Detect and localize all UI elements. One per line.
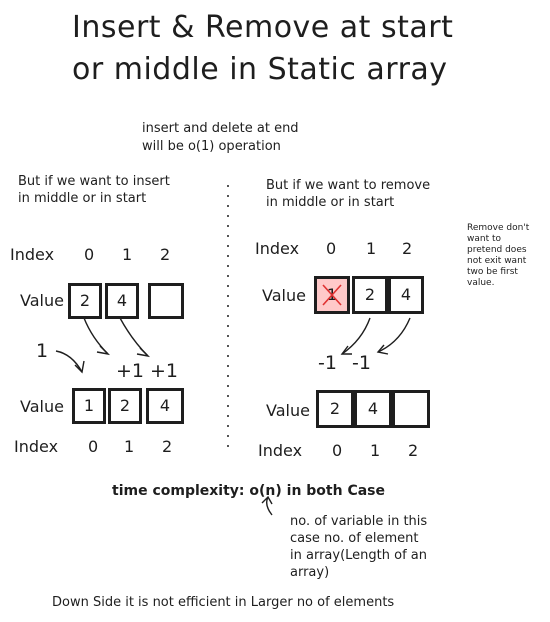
footer-note: Down Side it is not efficient in Larger … <box>52 595 395 610</box>
complexity-heading: time complexity: o(n) in both Case <box>112 483 386 499</box>
left-top-value-label: Value <box>20 291 64 310</box>
left-bottom-index-1: 1 <box>124 437 135 456</box>
arrow-shift-1 <box>83 317 109 355</box>
right-top-index-0: 0 <box>326 239 337 258</box>
right-bottom-index-0: 0 <box>332 441 343 460</box>
right-bottom-index-label: Index <box>258 441 303 460</box>
end-note-line-1: insert and delete at end <box>142 121 299 136</box>
left-note-line-2: in middle or in start <box>18 191 147 206</box>
left-bottom-index-2: 2 <box>162 437 173 456</box>
left-bottom-value-label: Value <box>20 397 64 416</box>
right-bottom-index-2: 2 <box>408 441 419 460</box>
right-note-line-2: in middle or in start <box>266 195 395 210</box>
left-top-index-1: 1 <box>122 245 133 264</box>
side-note-line-2: want to <box>467 234 502 244</box>
side-note-line-4: not exit want <box>467 256 527 266</box>
right-bottom-index-1: 1 <box>370 441 381 460</box>
right-top-cell-1: 2 <box>352 276 388 314</box>
right-top-index-label: Index <box>255 239 300 258</box>
complexity-note-line-4: array) <box>290 565 330 580</box>
left-top-cell-1: 4 <box>105 283 139 319</box>
left-top-index-2: 2 <box>160 245 171 264</box>
title-line-1: Insert & Remove at start <box>72 10 454 45</box>
side-note-line-5: two be first <box>467 267 518 277</box>
left-top-cell-0: 2 <box>68 283 102 319</box>
inserted-value: 1 <box>36 340 49 362</box>
end-note-line-2: will be o(1) operation <box>142 139 281 154</box>
side-note-line-6: value. <box>467 278 495 288</box>
right-bottom-cell-1: 4 <box>354 390 392 428</box>
arrow-insert <box>55 350 83 373</box>
right-bottom-cell-0: 2 <box>316 390 354 428</box>
left-bottom-cell-0: 1 <box>72 388 106 424</box>
left-bottom-index-0: 0 <box>88 437 99 456</box>
title-line-2: or middle in Static array <box>72 52 448 87</box>
complexity-note-line-1: no. of variable in this <box>290 514 428 529</box>
right-top-cell-0-removed: 1 <box>314 276 350 314</box>
shift-label-1: +1 <box>116 360 145 382</box>
right-top-index-2: 2 <box>402 239 413 258</box>
right-bottom-cell-2 <box>392 390 430 428</box>
complexity-note-line-3: in array(Length of an <box>290 548 427 563</box>
right-bottom-value-label: Value <box>266 401 310 420</box>
left-bottom-cell-2: 4 <box>146 388 184 424</box>
left-top-index-label: Index <box>10 245 55 264</box>
side-note-line-1: Remove don't <box>467 223 530 233</box>
removed-cross-icon <box>322 284 342 306</box>
complexity-note-line-2: case no. of element <box>290 531 419 546</box>
remove-shift-label-1: -1 <box>318 352 337 374</box>
arrow-remove-shift-1 <box>341 317 371 355</box>
left-note-line-1: But if we want to insert <box>18 174 170 189</box>
arrow-remove-shift-2 <box>377 317 411 353</box>
shift-label-2: +1 <box>150 360 179 382</box>
right-top-cell-2: 4 <box>388 276 424 314</box>
left-bottom-index-label: Index <box>14 437 59 456</box>
right-top-value-label: Value <box>262 286 306 305</box>
left-top-index-0: 0 <box>84 245 95 264</box>
side-note-line-3: pretend does <box>467 245 527 255</box>
right-note-line-1: But if we want to remove <box>266 178 431 193</box>
left-top-cell-2 <box>148 283 184 319</box>
arrow-shift-2 <box>119 317 149 357</box>
remove-shift-label-2: -1 <box>352 352 371 374</box>
left-bottom-cell-1: 2 <box>108 388 142 424</box>
right-top-index-1: 1 <box>366 239 377 258</box>
